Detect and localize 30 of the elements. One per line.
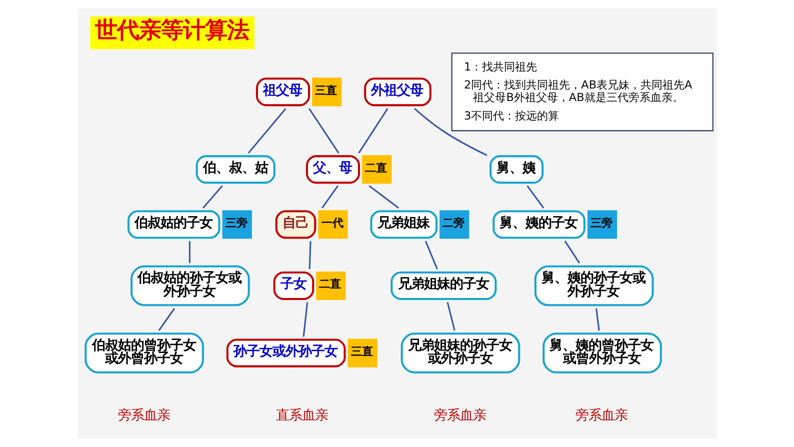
connector [188,241,190,264]
label: 旁系血亲 [117,408,170,424]
connector [595,308,600,331]
connector [446,302,455,331]
label: 旁系血亲 [433,408,486,424]
connector [308,108,339,154]
node-label: 三旁 [224,216,247,230]
connector [414,108,487,156]
node-label: 三旁 [590,216,612,230]
node-label: 二直 [318,278,341,291]
connector [308,241,311,270]
connector [320,185,338,208]
connector [158,308,175,332]
node-label: 三直 [314,84,337,97]
node-box: 1：找共同祖先 2同代：找到共同祖先，AB表兄妹，共同祖先A祖父母B外祖父母，AB就是三代旁系血亲。 3不同代：按远的算 [450,52,713,132]
diagram-title: 世代亲等计算法 [94,17,248,44]
connector [358,108,388,154]
connector [368,185,399,209]
label: 旁系血亲 [575,408,628,424]
connector [526,185,544,208]
node-label: 二直 [364,161,387,174]
connector [247,108,286,154]
connector [202,185,222,208]
connector [302,302,308,337]
node-label: 二旁 [442,216,464,230]
connector [564,240,580,264]
node-label: 一代 [320,216,343,230]
node-label: 三直 [350,344,372,358]
label: 直系血亲 [275,408,328,424]
connector [424,240,438,270]
